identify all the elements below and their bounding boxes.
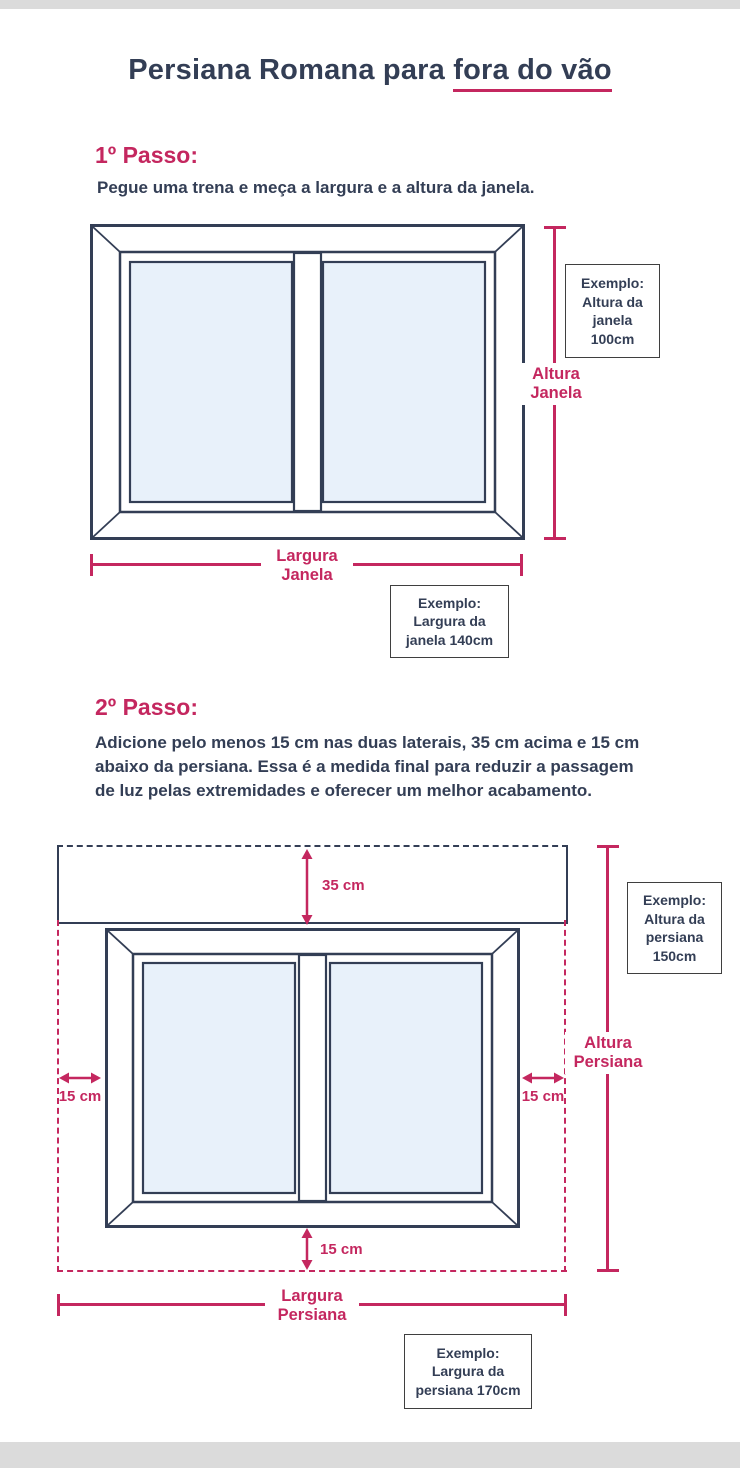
step2-heading: 2º Passo:	[95, 694, 199, 720]
blind-width-example-box: Exemplo: Largura da persiana 170cm	[404, 1334, 532, 1409]
bottom-margin-arrow-icon	[301, 1228, 313, 1270]
window-width-example-box: Exemplo: Largura da janela 140cm	[390, 585, 509, 658]
window-width-measure-cap-left	[90, 554, 93, 576]
window-height-measure-cap-bottom	[544, 537, 566, 540]
left-margin-arrow-icon	[59, 1072, 101, 1084]
title-text: Persiana Romana para	[128, 54, 454, 86]
blind-height-example-box: Exemplo: Altura da persiana 150cm	[627, 882, 722, 974]
blind-height-measure-cap-top	[597, 845, 619, 848]
blind-outline-right	[564, 920, 566, 1272]
page-title: Persiana Romana para fora do vão	[0, 54, 740, 92]
window-height-label: Altura Janela	[514, 363, 598, 405]
blind-height-label: Altura Persiana	[565, 1032, 651, 1074]
blind-width-measure-cap-right	[564, 1294, 567, 1316]
window-width-measure-cap-right	[520, 554, 523, 576]
title-underlined-text: fora do vão	[453, 54, 612, 92]
blind-outline-left	[57, 920, 59, 1272]
top-border-strip	[0, 0, 740, 9]
step1-heading: 1º Passo:	[95, 142, 199, 168]
step1-description: Pegue uma trena e meça a largura e a alt…	[97, 178, 535, 197]
window-illustration-1	[90, 224, 525, 540]
blind-height-measure-cap-bottom	[597, 1269, 619, 1272]
bottom-border-strip	[0, 1442, 740, 1468]
window-illustration-2	[105, 928, 520, 1228]
blind-width-measure-cap-left	[57, 1294, 60, 1316]
bottom-margin-label: 15 cm	[320, 1241, 363, 1258]
blind-cassette	[57, 845, 568, 924]
step2-description: Adicione pelo menos 15 cm nas duas later…	[95, 733, 640, 800]
right-margin-label: 15 cm	[521, 1088, 565, 1105]
blind-outline-bottom	[57, 1270, 567, 1272]
top-margin-label: 35 cm	[322, 877, 365, 894]
blind-width-label: Largura Persiana	[265, 1285, 359, 1327]
right-margin-arrow-icon	[522, 1072, 564, 1084]
window-height-measure-cap-top	[544, 226, 566, 229]
window-height-example-box: Exemplo: Altura da janela 100cm	[565, 264, 660, 358]
top-margin-arrow-icon	[301, 849, 313, 925]
window-width-label: Largura Janela	[261, 545, 353, 587]
left-margin-label: 15 cm	[58, 1088, 102, 1105]
